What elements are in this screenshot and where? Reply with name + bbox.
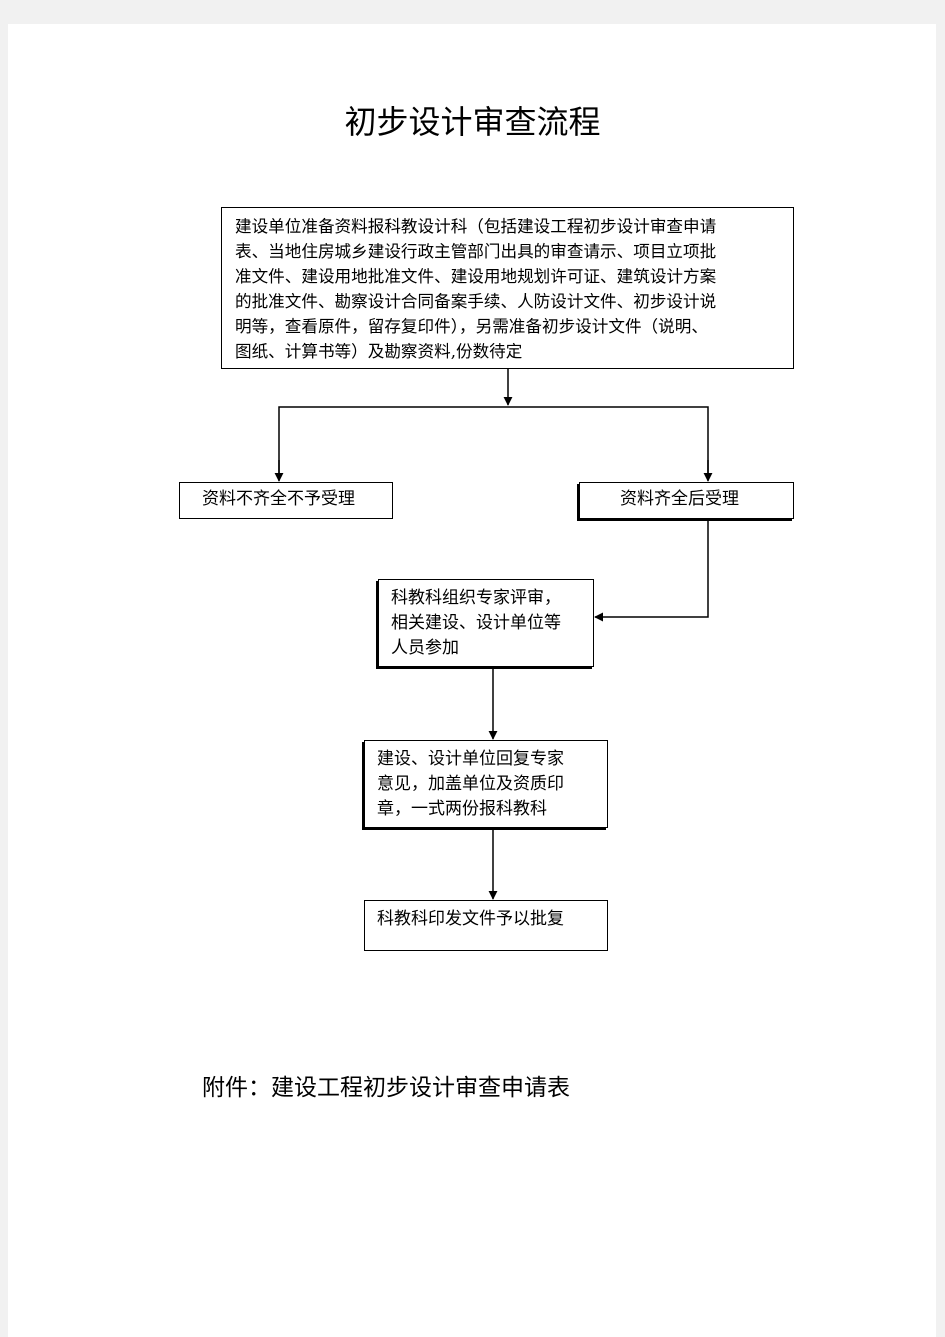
node-text-line: 建设、设计单位回复专家 [377, 749, 564, 769]
node-text-line: 资料不齐全不予受理 [202, 489, 355, 509]
node-text-line: 科教科印发文件予以批复 [377, 909, 564, 929]
split-branch-line [278, 406, 709, 479]
node-text-line: 科教科组织专家评审， [391, 588, 561, 608]
node-text-line: 意见，加盖单位及资质印 [377, 774, 564, 794]
arrow-accept-to-review [594, 519, 709, 622]
node-text-line: 明等，查看原件，留存复印件），另需准备初步设计文件（说明、 [235, 317, 708, 336]
node-text-line: 相关建设、设计单位等 [391, 613, 561, 633]
node-text-line: 的批准文件、勘察设计合同备案手续、人防设计文件、初步设计说 [235, 292, 717, 311]
node-text-line: 资料齐全后受理 [620, 489, 739, 509]
node-approval: 科教科印发文件予以批复 [364, 900, 608, 951]
node-reply-opinions: 建设、设计单位回复专家 意见，加盖单位及资质印 章，一式两份报科教科 [364, 740, 608, 828]
page-title: 初步设计审查流程 [344, 103, 601, 141]
node-prepare-materials: 建设单位准备资料报科教设计科（包括建设工程初步设计审查申请 表、当地住房城乡建设… [221, 207, 794, 369]
node-text-line: 建设单位准备资料报科教设计科（包括建设工程初步设计审查申请 [235, 217, 717, 236]
node-text-line: 图纸、计算书等）及勘察资料,份数待定 [235, 342, 523, 361]
node-expert-review: 科教科组织专家评审， 相关建设、设计单位等 人员参加 [378, 579, 594, 667]
node-text-line: 人员参加 [391, 638, 459, 658]
node-reject: 资料不齐全不予受理 [179, 482, 393, 519]
node-text-line: 章，一式两份报科教科 [377, 799, 547, 819]
node-text-line: 表、当地住房城乡建设行政主管部门出具的审查请示、项目立项批 [235, 242, 717, 261]
attachment-note: 附件：建设工程初步设计审查申请表 [202, 1075, 570, 1101]
node-accept: 资料齐全后受理 [579, 482, 794, 519]
node-text-line: 准文件、建设用地批准文件、建设用地规划许可证、建筑设计方案 [235, 267, 717, 286]
